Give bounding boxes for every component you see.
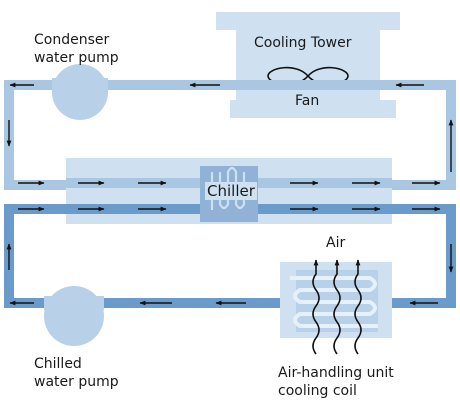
condenser-pump-label-line2: water pump <box>34 50 119 66</box>
air-handling-unit-label: Air-handling unit cooling coil <box>278 364 394 400</box>
condenser-water-pump-label: Condenser water pump <box>34 31 119 67</box>
flow-arrows <box>6 82 454 306</box>
condenser-water-pump <box>52 64 108 120</box>
chilled-pump-label-line2: water pump <box>34 374 119 390</box>
ahu-label-line1: Air-handling unit <box>278 365 394 381</box>
condenser-pump-label-line1: Condenser <box>34 32 110 48</box>
ahu-label-line2: cooling coil <box>278 383 357 399</box>
air-flow-arrows <box>312 259 362 355</box>
air-label: Air <box>326 235 346 251</box>
chilled-pump-label-line1: Chilled <box>34 356 82 372</box>
ahu-serpentine-coil <box>290 276 378 328</box>
cooling-tower-label: Cooling Tower <box>254 35 352 51</box>
chilled-water-pump <box>44 286 104 346</box>
cooling-tower <box>216 12 400 118</box>
fan-label: Fan <box>295 93 320 109</box>
chiller-label: Chiller <box>205 182 257 200</box>
chilled-water-pump-label: Chilled water pump <box>34 355 119 391</box>
